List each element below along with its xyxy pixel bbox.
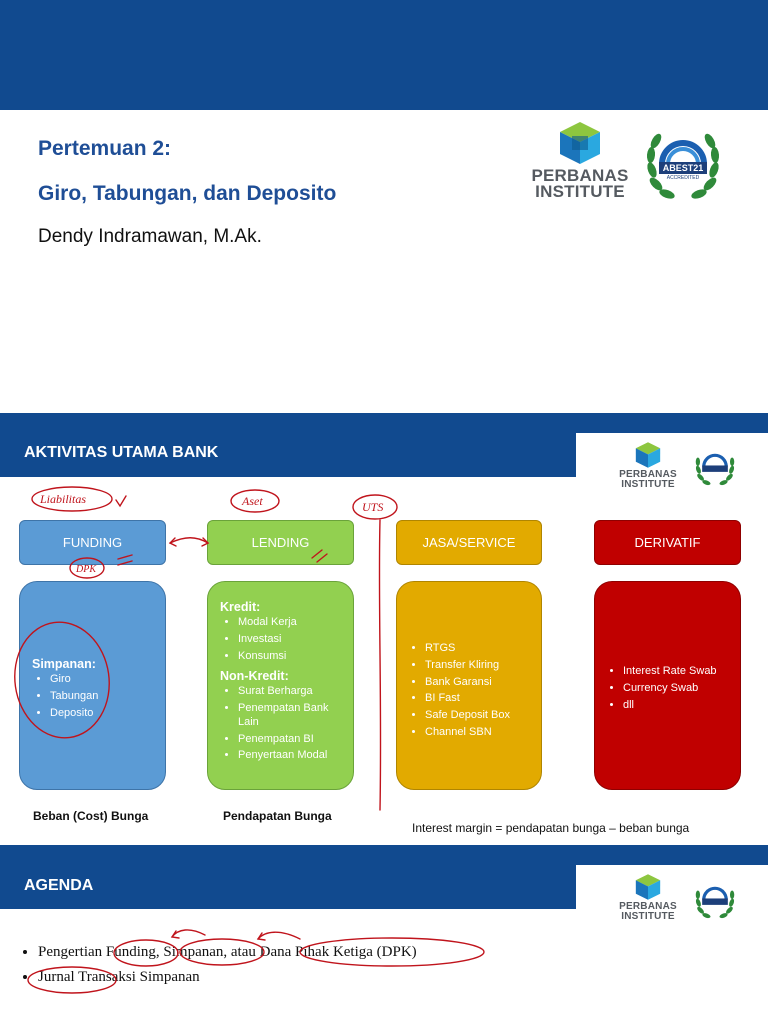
agenda-item: Pengertian Funding, Simpanan, atau Dana … [38,944,417,961]
jasa-card: RTGS Transfer Kliring Bank Garansi BI Fa… [396,581,542,790]
list-item: Penyertaan Modal [238,749,343,763]
perbanas-logo: PERBANAS INSTITUTE [526,120,634,205]
slide1-top-band [0,0,768,110]
derivatif-list: Interest Rate Swab Currency Swab dll [605,665,732,712]
annotation-liabilitas: Liabilitas [39,492,86,506]
agenda-item: Jurnal Transaksi Simpanan [38,969,417,986]
logo-line1: PERBANAS [619,901,677,912]
perbanas-logo-small: PERBANAS INSTITUTE [616,441,680,493]
funding-list: Giro Tabungan Deposito [32,673,155,720]
label-pendapatan-bunga: Pendapatan Bunga [223,809,332,823]
funding-card: Simpanan: Giro Tabungan Deposito [19,581,166,790]
logo-line1: PERBANAS [531,166,629,185]
logo-line1: PERBANAS [619,469,677,480]
list-item: Giro [50,673,155,687]
logo-line2: INSTITUTE [621,478,675,490]
lending-heading-kredit: Kredit: [220,600,261,614]
abest21-badge-small [692,443,738,489]
slide1-author: Dendy Indramawan, M.Ak. [38,226,262,247]
kredit-list: Modal Kerja Investasi Konsumsi [220,616,343,663]
laurel-wreath-icon [695,886,735,919]
agenda-annotations [27,929,485,994]
label-beban-bunga: Beban (Cost) Bunga [33,809,149,823]
logo-line2: INSTITUTE [621,910,675,922]
badge-subtext: ACCREDITED [666,175,700,181]
list-item: Bank Garansi [425,676,533,690]
slide3-title-bar [0,865,576,909]
annotation-dpk: DPK [75,564,97,575]
list-item: BI Fast [425,692,533,706]
derivatif-card: Interest Rate Swab Currency Swab dll [594,581,741,790]
slide1-title-line2: Giro, Tabungan, dan Deposito [38,182,337,205]
abest21-badge-small [692,876,738,922]
list-item: Channel SBN [425,726,533,740]
perbanas-logo-small: PERBANAS INSTITUTE [616,873,680,925]
perbanas-cube-icon [635,874,661,900]
badge-text: ABEST21 [662,163,704,173]
list-item: Penempatan Bank Lain [238,702,343,730]
list-item: Penempatan BI [238,733,343,747]
lending-card: Kredit: Modal Kerja Investasi Konsumsi N… [207,581,354,790]
list-item: Surat Berharga [238,685,343,699]
slide2-title-bar [0,433,576,477]
lending-heading-nonkredit: Non-Kredit: [220,669,289,684]
funding-header: FUNDING [19,520,166,565]
list-item: Interest Rate Swab [623,665,732,679]
laurel-wreath-icon [695,453,735,486]
logo-line2: INSTITUTE [535,182,625,202]
list-item: Currency Swab [623,682,732,696]
nonkredit-list: Surat Berharga Penempatan Bank Lain Pene… [220,685,343,763]
list-item: RTGS [425,642,533,656]
laurel-wreath-icon [646,133,720,199]
lending-header: LENDING [207,520,354,565]
slide2-top-strip [0,413,768,433]
jasa-header: JASA/SERVICE [396,520,542,565]
perbanas-cube-icon [560,122,600,164]
list-item: Transfer Kliring [425,659,533,673]
funding-heading: Simpanan: [32,657,96,671]
annotation-uts: UTS [362,500,383,514]
abest21-badge: ABEST21 ACCREDITED [640,120,726,206]
list-item: Modal Kerja [238,616,343,630]
interest-margin-formula: Interest margin = pendapatan bunga – beb… [412,821,690,835]
list-item: Tabungan [50,690,155,704]
perbanas-cube-icon [635,442,661,468]
list-item: Deposito [50,707,155,721]
handwritten-annotations: Liabilitas Aset UTS DPK [14,486,398,811]
annotation-aset: Aset [241,494,263,508]
slide1-title-line1: Pertemuan 2: [38,137,172,160]
agenda-list: Pengertian Funding, Simpanan, atau Dana … [20,944,417,994]
slide2-title: AKTIVITAS UTAMA BANK [24,444,219,461]
list-item: Safe Deposit Box [425,709,533,723]
list-item: dll [623,699,732,713]
list-item: Konsumsi [238,650,343,664]
derivatif-header: DERIVATIF [594,520,741,565]
slide3-title: AGENDA [24,877,94,894]
jasa-list: RTGS Transfer Kliring Bank Garansi BI Fa… [407,642,533,740]
list-item: Investasi [238,633,343,647]
slide3-top-strip [0,845,768,865]
